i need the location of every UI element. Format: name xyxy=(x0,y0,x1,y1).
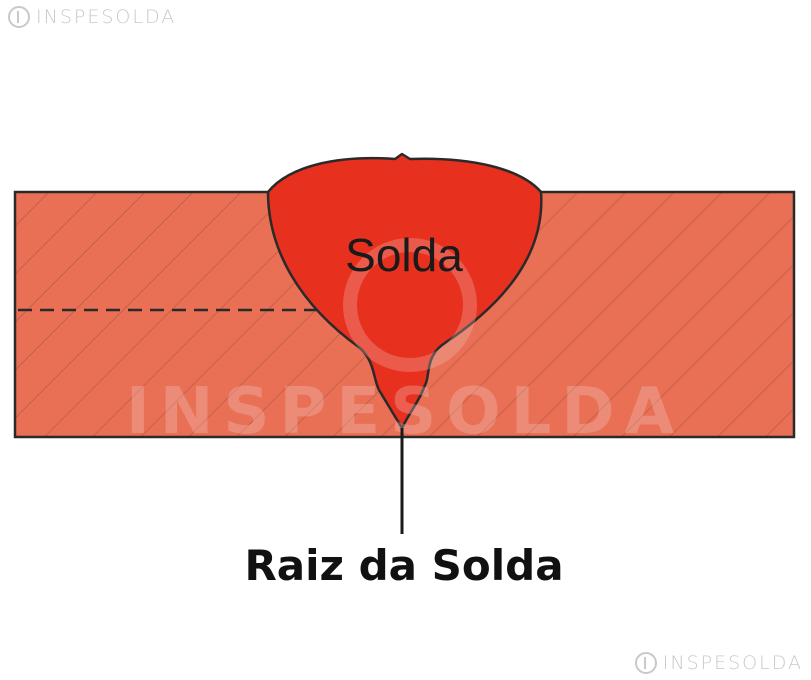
watermark-logo-icon xyxy=(343,238,477,372)
watermark-bottom-right: INSPESOLDA xyxy=(634,652,803,674)
weld-label: Solda xyxy=(345,229,463,281)
watermark-brand-text-2: INSPESOLDA xyxy=(662,652,803,674)
inspesolda-logo-icon-small xyxy=(634,652,657,674)
inspesolda-logo-icon xyxy=(8,6,30,28)
watermark-center: INSPESOLDA xyxy=(126,238,684,449)
watermark-top-left: INSPESOLDA xyxy=(8,6,176,28)
weld-bead xyxy=(266,152,543,430)
watermark-center-text: INSPESOLDA xyxy=(126,375,684,449)
watermark-brand-text: INSPESOLDA xyxy=(36,6,177,28)
root-label: Raiz da Solda xyxy=(244,541,563,590)
